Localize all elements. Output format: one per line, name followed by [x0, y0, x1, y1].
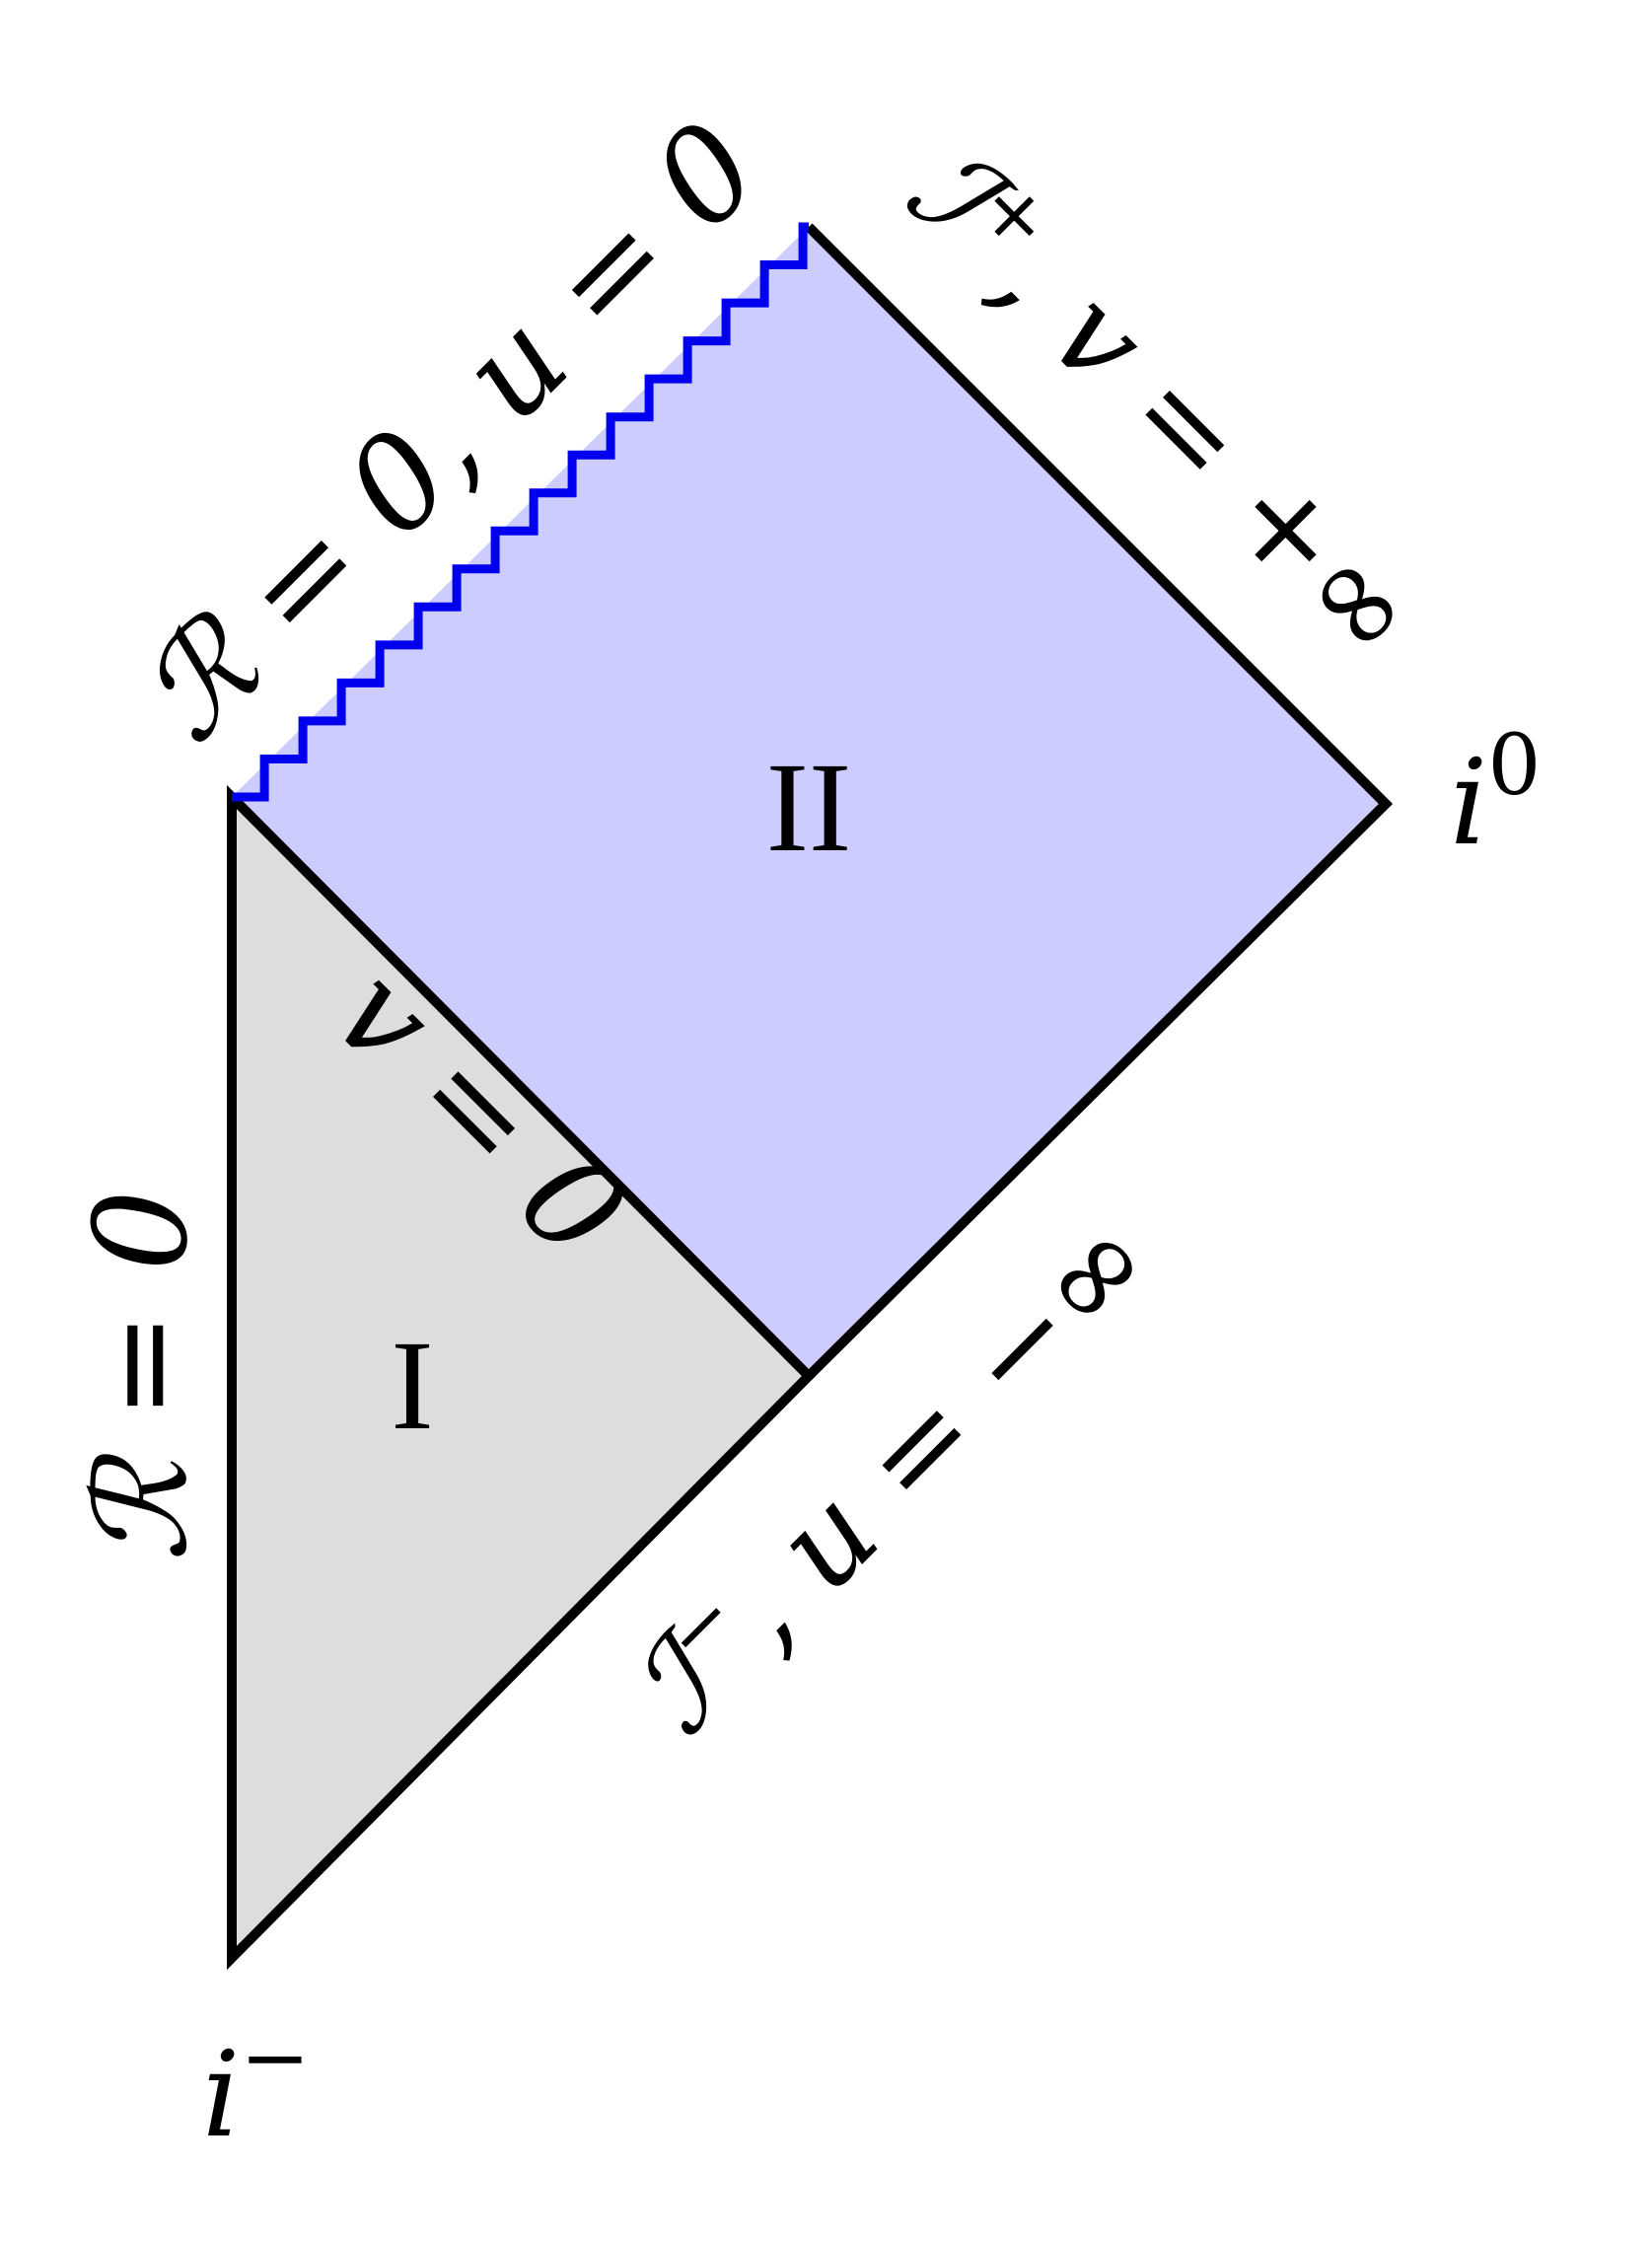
scri-plus-line [805, 223, 1394, 1380]
i0-superscript: 0 [1487, 717, 1541, 815]
i0-symbol: i [1450, 735, 1487, 872]
past-timelike-infinity-label: i− [202, 2009, 311, 2164]
region-I-label: I [391, 1315, 433, 1457]
spatial-infinity-label: i0 [1450, 717, 1541, 872]
r-axis-label: ℛ = 0 [66, 1190, 216, 1562]
region-II-label: II [766, 737, 852, 879]
i-minus-superscript: − [240, 2009, 310, 2107]
i-minus-symbol: i [202, 2027, 240, 2164]
horizon-line [228, 793, 813, 1380]
singularity-zigzag [232, 222, 809, 802]
